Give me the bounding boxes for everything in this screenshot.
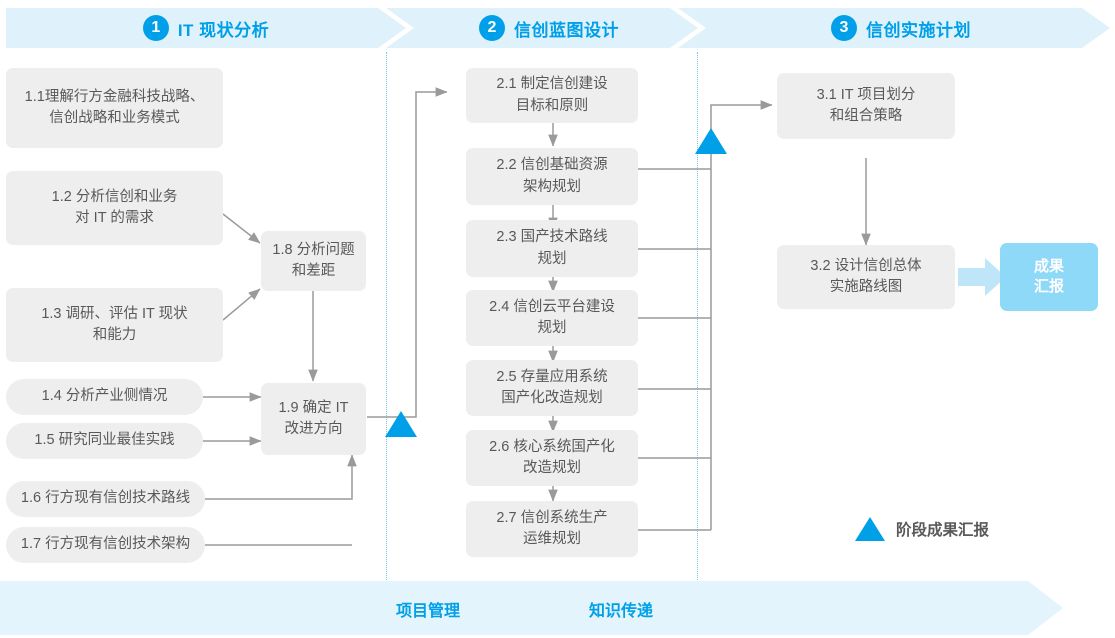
phase-header-1[interactable]: 1 IT 现状分析 [6,8,406,48]
task-box-1-9[interactable]: 1.9 确定 IT 改进方向 [261,383,366,455]
phase-title-3: 信创实施计划 [866,20,971,40]
task-box-1-8[interactable]: 1.8 分析问题 和差距 [261,231,366,291]
deliverable-chip[interactable]: 成果 汇报 [1000,243,1098,311]
blue-triangle-icon [855,517,885,541]
task-box-2-6[interactable]: 2.6 核心系统国产化 改造规划 [466,430,638,486]
phase-header-3[interactable]: 3 信创实施计划 [678,8,1110,48]
task-box-2-7[interactable]: 2.7 信创系统生产 运维规划 [466,501,638,557]
task-box-1-4[interactable]: 1.4 分析产业侧情况 [6,379,203,415]
task-box-2-4[interactable]: 2.4 信创云平台建设 规划 [466,290,638,346]
swimlane-divider-2 [697,52,698,586]
task-box-3-1[interactable]: 3.1 IT 项目划分 和组合策略 [777,73,955,139]
task-box-2-5[interactable]: 2.5 存量应用系统 国产化改造规划 [466,360,638,416]
phase-number-2: 2 [479,15,505,41]
task-box-1-7[interactable]: 1.7 行方现有信创技术架构 [6,527,205,563]
milestone-triangle-phase2 [695,128,727,154]
bottom-label-knowledge-transfer: 知识传递 [589,603,654,620]
legend-label: 阶段成果汇报 [896,522,990,539]
phase-number-3: 3 [831,15,857,41]
phase-title-1: IT 现状分析 [177,20,270,40]
milestone-triangle-phase1 [385,411,417,437]
task-box-1-6[interactable]: 1.6 行方现有信创技术路线 [6,481,205,517]
task-box-1-3[interactable]: 1.3 调研、评估 IT 现状 和能力 [6,288,223,362]
task-box-2-1[interactable]: 2.1 制定信创建设 目标和原则 [466,68,638,123]
task-box-2-3[interactable]: 2.3 国产技术路线 规划 [466,220,638,277]
phase-header-2[interactable]: 2 信创蓝图设计 [386,8,698,48]
phase-title-2: 信创蓝图设计 [514,20,619,40]
legend: 阶段成果汇报 [855,517,989,541]
bottom-label-project-management: 项目管理 [396,603,461,620]
bottom-band [0,581,1063,635]
swimlane-divider-1 [386,52,387,586]
task-box-2-2[interactable]: 2.2 信创基础资源 架构规划 [466,148,638,205]
task-box-1-2[interactable]: 1.2 分析信创和业务 对 IT 的需求 [6,171,223,245]
task-box-1-1[interactable]: 1.1理解行方金融科技战略、 信创战略和业务模式 [6,68,223,148]
task-box-1-5[interactable]: 1.5 研究同业最佳实践 [6,423,203,459]
phase-number-1: 1 [142,15,169,41]
task-box-3-2[interactable]: 3.2 设计信创总体 实施路线图 [777,245,955,309]
deliverable-arrow-icon [958,258,1006,296]
